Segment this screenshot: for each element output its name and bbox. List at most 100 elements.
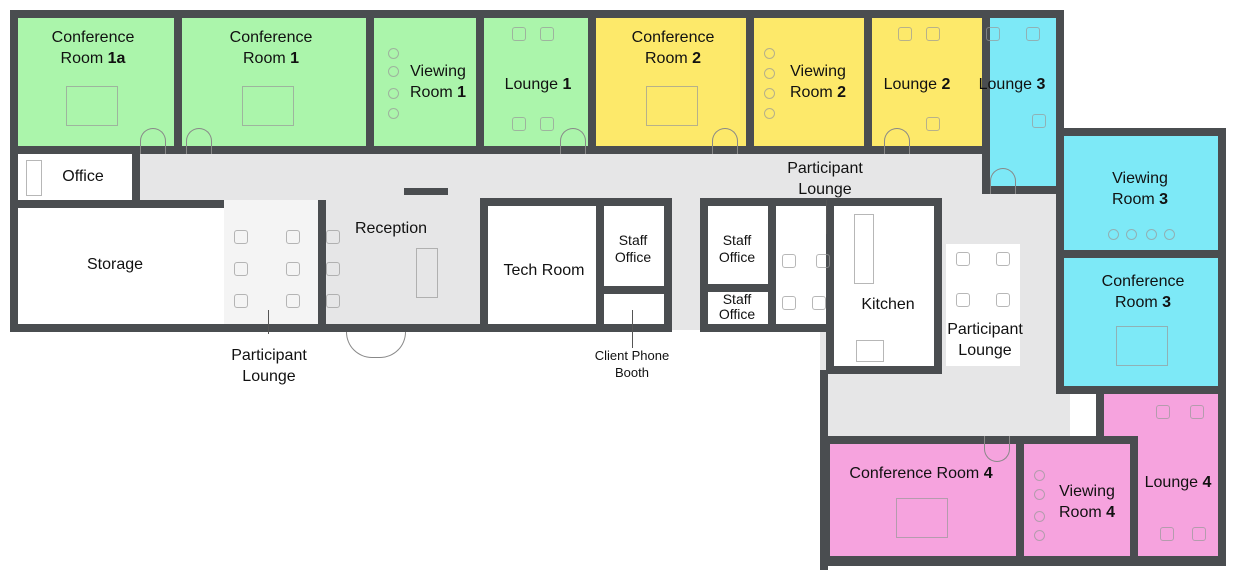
label-line: Room	[60, 50, 108, 67]
chair	[1156, 405, 1170, 419]
door[interactable]	[560, 128, 586, 154]
room-number: 3	[1036, 76, 1046, 93]
door[interactable]	[884, 128, 910, 154]
viewing-seat	[764, 48, 775, 59]
chair	[326, 262, 340, 276]
label-line: Room	[644, 50, 693, 67]
room-number: 1	[562, 76, 572, 93]
label-kitchen: Kitchen	[861, 296, 915, 313]
chair	[956, 293, 970, 307]
label-line: Room	[242, 50, 291, 67]
room-number: 4	[1202, 474, 1212, 491]
chair	[512, 117, 526, 131]
room-viewing-2[interactable]	[746, 10, 872, 154]
label-line: Lounge	[958, 342, 1012, 359]
chair	[512, 27, 526, 41]
label-line: Room	[1114, 294, 1163, 311]
room-conference-2[interactable]	[588, 10, 754, 154]
label-line: Participant	[947, 321, 1023, 338]
chair	[782, 254, 796, 268]
chair	[996, 252, 1010, 266]
viewing-seat	[1126, 229, 1137, 240]
label-lounge-4: Lounge 4	[1136, 472, 1220, 493]
entrance-door[interactable]	[346, 332, 406, 358]
chair	[926, 117, 940, 131]
room-kitchen[interactable]	[826, 198, 942, 374]
label-line: Lounge	[978, 76, 1037, 93]
label-line: Staff	[722, 291, 752, 307]
room-number: 3	[1159, 191, 1169, 208]
door[interactable]	[990, 168, 1016, 194]
chair	[996, 293, 1010, 307]
door[interactable]	[186, 128, 212, 154]
wall	[820, 370, 828, 570]
conference-table	[242, 86, 294, 126]
room-conference-1[interactable]	[174, 10, 374, 154]
label-line: Conference Room	[849, 465, 984, 482]
chair	[1032, 114, 1046, 128]
wall	[820, 558, 1226, 566]
kitchen-counter	[854, 214, 874, 284]
label-line: Participant	[231, 347, 307, 364]
leader-line	[268, 310, 269, 334]
room-number: 2	[692, 50, 702, 67]
label-line: Office	[718, 249, 756, 265]
sink	[856, 340, 884, 362]
label-line: Conference	[51, 29, 135, 46]
label-line: Lounge	[883, 76, 942, 93]
chair	[234, 230, 248, 244]
label-lounge-3: Lounge 3	[970, 74, 1054, 95]
label-line: Office	[718, 306, 756, 322]
label-line: Lounge	[242, 368, 296, 385]
door[interactable]	[140, 128, 166, 154]
label-line: Room	[1111, 191, 1160, 208]
chair	[816, 254, 830, 268]
viewing-seat	[1146, 229, 1157, 240]
corridor	[130, 148, 1060, 204]
label-tech-room: Tech Room	[503, 262, 585, 279]
viewing-seat	[1034, 470, 1045, 481]
chair	[1026, 27, 1040, 41]
label-line: Staff	[618, 232, 648, 248]
door[interactable]	[984, 436, 1010, 462]
conference-table	[896, 498, 948, 538]
label-line: Conference	[229, 29, 313, 46]
label-lounge-1: Lounge 1	[494, 74, 582, 95]
label-line: Staff	[722, 232, 752, 248]
label-line: Lounge	[798, 181, 852, 198]
label-line: Room	[409, 84, 458, 101]
room-staff-office-3[interactable]	[700, 284, 776, 332]
viewing-seat	[764, 68, 775, 79]
room-number: 1	[290, 50, 300, 67]
label-line: Viewing	[790, 63, 846, 80]
chair	[1160, 527, 1174, 541]
chair	[1192, 527, 1206, 541]
chair	[986, 27, 1000, 41]
chair	[234, 262, 248, 276]
label-line: Viewing	[1059, 483, 1115, 500]
viewing-seat	[1034, 530, 1045, 541]
room-staff-office-1[interactable]	[596, 198, 672, 294]
door[interactable]	[712, 128, 738, 154]
room-client-phone-booth[interactable]	[596, 286, 672, 332]
room-number: 1a	[107, 50, 126, 67]
label-lounge-2: Lounge 2	[872, 74, 962, 95]
viewing-seat	[764, 108, 775, 119]
chair	[812, 296, 826, 310]
chair	[234, 294, 248, 308]
label-line: Participant	[787, 160, 863, 177]
viewing-seat	[1034, 489, 1045, 500]
viewing-seat	[1034, 511, 1045, 522]
chair	[540, 117, 554, 131]
viewing-seat	[1108, 229, 1119, 240]
room-participant-lounge-west[interactable]	[224, 200, 326, 332]
viewing-seat	[388, 48, 399, 59]
